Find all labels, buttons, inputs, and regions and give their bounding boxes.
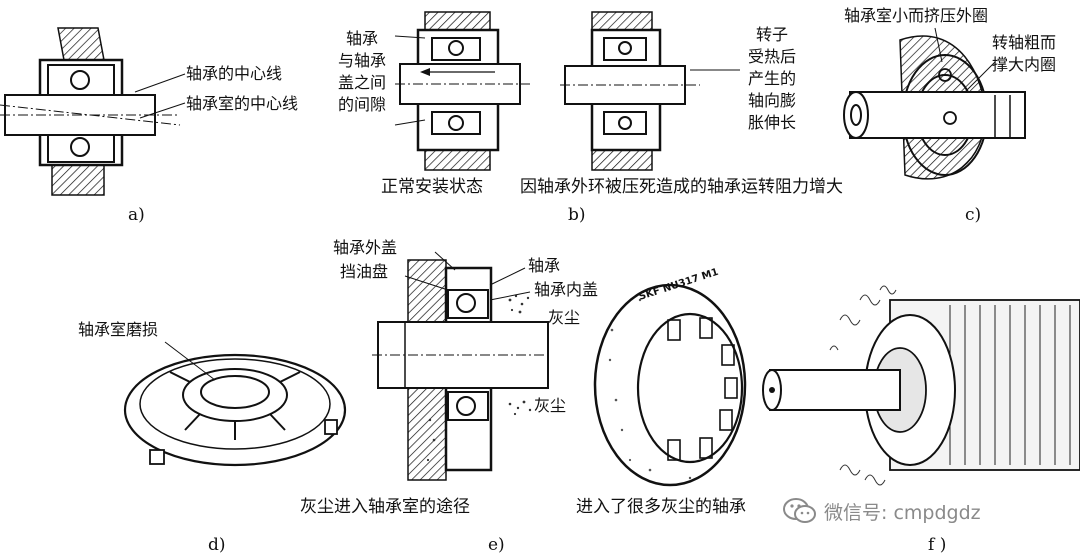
- panel-a-centerline-housing: [0, 104, 181, 126]
- panel-e-leader-1: [434, 251, 456, 271]
- panel-b-arrowhead: [420, 68, 430, 76]
- panel-b-right-drawing: [560, 11, 740, 171]
- panel-b2-ball-bottom: [618, 116, 632, 130]
- panel-a-leader-2: [139, 102, 186, 119]
- panel-c-shaft-end: [843, 91, 869, 139]
- panel-c-label-housing-small: 轴承室小而挤压外圈: [844, 6, 989, 25]
- panel-e-leader-2: [404, 275, 449, 291]
- panel-b-label-expansion: 转子 受热后 产生的 轴向膨 胀伸长: [742, 24, 802, 134]
- panel-a-bearing-top: [47, 64, 115, 96]
- panel-b-gap-line-2: 与轴承: [337, 51, 386, 70]
- panel-b2-ball-top: [618, 41, 632, 55]
- panel-e-leader-3: [489, 267, 526, 286]
- panel-e-label-inner-cover: 轴承内盖: [534, 280, 599, 299]
- panel-b-expansion-line-2: 受热后: [747, 47, 796, 66]
- panel-c-shaft-line-1: 转轴粗而: [992, 33, 1057, 52]
- panel-d-lug-left: [149, 449, 165, 465]
- panel-b-housing-top: [424, 11, 491, 31]
- wechat-icon: [783, 498, 816, 523]
- panel-e-leader-4: [489, 291, 531, 301]
- panel-c-shaft-bore: [850, 104, 862, 126]
- panel-a-housing-bottom: [51, 164, 105, 196]
- panel-a-bearing-bottom: [47, 131, 115, 163]
- panel-b-text-stuck: 因轴承外环被压死造成的轴承运转阻力增大: [520, 177, 843, 197]
- panel-c-shaft-line-2: 撑大内圈: [992, 55, 1057, 74]
- panel-b-gap-line-4: 的间隙: [337, 95, 386, 114]
- panel-b2-housing-bottom: [591, 149, 653, 171]
- panel-b-gap-line-1: 轴承: [345, 29, 378, 48]
- panel-e-dust: [426, 294, 532, 462]
- panel-a-label-bearing-center: 轴承的中心线: [186, 64, 283, 83]
- panel-b2-housing-top: [591, 11, 653, 31]
- panel-d-drawing: [123, 341, 347, 467]
- panel-e-ball-top: [456, 293, 476, 313]
- panel-e-text-dust-path: 灰尘进入轴承室的途径: [300, 497, 470, 517]
- watermark-text: 微信号: cmpdgdz: [824, 502, 981, 524]
- panel-d-leader: [164, 341, 216, 381]
- panel-b-bearing-top: [431, 37, 481, 61]
- panel-b-expansion-line-4: 轴向膨: [747, 91, 796, 110]
- panel-f-caption: f ): [928, 535, 947, 555]
- panel-d-caption: d): [208, 535, 226, 555]
- panel-b-housing-bottom: [424, 149, 491, 171]
- panel-a-ball-bottom: [70, 137, 90, 157]
- panel-c-ball-bottom: [943, 111, 957, 125]
- panel-b-text-normal: 正常安装状态: [381, 177, 483, 197]
- panel-a-caption: a): [128, 205, 145, 225]
- panel-a-housing-top: [57, 27, 105, 61]
- panel-b-caption: b): [568, 205, 586, 225]
- panel-b-expansion-line-3: 产生的: [747, 69, 796, 88]
- panel-c-leader-2: [964, 61, 996, 93]
- panel-c-label-shaft: 转轴粗而 撑大内圈: [992, 32, 1056, 76]
- panel-f-rollers: [667, 317, 738, 461]
- panel-e-ball-bottom: [456, 396, 476, 416]
- panel-c-drawing: [843, 27, 1026, 180]
- panel-f-ring-drawing: SKF NU317 M1: [593, 267, 747, 487]
- panel-e-label-dust-top: 灰尘: [548, 308, 581, 327]
- panel-b-ball-bottom: [448, 115, 464, 131]
- panel-e-bearing-top: [447, 289, 489, 319]
- panel-b2-bearing-top: [603, 37, 647, 61]
- panel-b-ball-top: [448, 40, 464, 56]
- panel-e-label-oil-disc: 挡油盘: [340, 262, 389, 281]
- panel-c-leader-1: [934, 27, 943, 63]
- panel-c-caption: c): [965, 205, 982, 225]
- panel-e-label-bearing: 轴承: [528, 256, 561, 275]
- panel-b-gap-line-3: 盖之间: [337, 73, 386, 92]
- panel-f-ring-dust: [608, 298, 692, 480]
- panel-d-bore: [200, 375, 270, 409]
- panel-f-text-dusty-bearing: 进入了很多灰尘的轴承: [576, 497, 746, 517]
- panel-c-ball-top: [938, 68, 952, 82]
- panel-b-left-drawing: [394, 11, 530, 171]
- panel-d-inner-rim: [139, 358, 331, 450]
- panel-d-label-wear: 轴承室磨损: [78, 320, 159, 339]
- panel-b-bearing-bottom: [431, 111, 481, 135]
- panel-f-motor-drawing: [762, 285, 1080, 486]
- panel-f-motor-fins: [949, 305, 1071, 465]
- panel-e-bearing-bottom: [447, 391, 489, 421]
- panel-a-label-housing-center: 轴承室的中心线: [186, 94, 299, 113]
- panel-e-label-outer-cover: 轴承外盖: [333, 238, 398, 257]
- panel-b2-bearing-bottom: [603, 111, 647, 135]
- panel-f-shaft-center: [769, 387, 775, 393]
- panel-d-lug-right: [324, 419, 338, 435]
- panel-b-expansion-line-5: 胀伸长: [747, 113, 796, 132]
- panel-c-shaft: [849, 91, 1026, 139]
- panel-b-leader-1: [394, 35, 426, 39]
- panel-b-expansion-line-1: 转子: [755, 25, 788, 44]
- panel-f-ring-inner: [636, 312, 744, 464]
- panel-e-caption: e): [488, 535, 505, 555]
- panel-a-drawing: [0, 27, 186, 196]
- panel-d-outer-rim: [123, 353, 347, 467]
- panel-f-dust-lines: [829, 285, 897, 486]
- panel-e-drawing: [372, 251, 550, 481]
- panel-b-label-gap: 轴承 与轴承 盖之间 的间隙: [330, 28, 394, 116]
- panel-b-leader-2: [394, 119, 426, 126]
- panel-e-label-dust-bottom: 灰尘: [534, 396, 567, 415]
- panel-a-ball-top: [70, 70, 90, 90]
- panel-a-leader-1: [134, 73, 186, 93]
- panel-f-shaft: [769, 369, 901, 411]
